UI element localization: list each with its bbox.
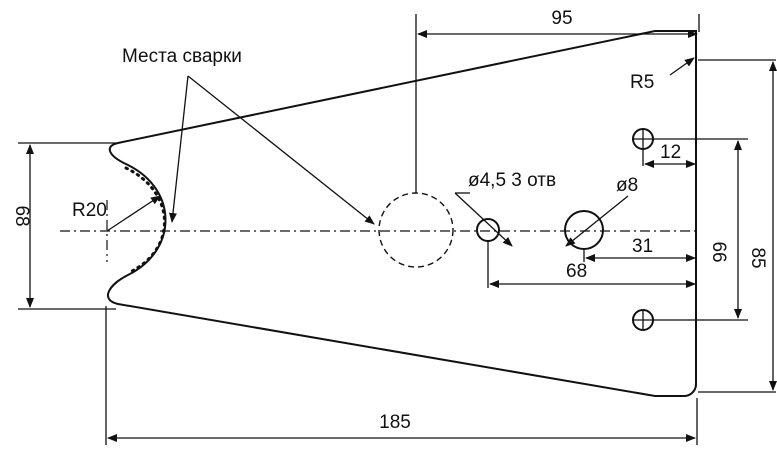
hole-large [564,210,604,250]
dim-12-label: 12 [660,142,681,163]
dim-66: 66 [653,138,748,321]
dim-r20: R20 [72,195,161,232]
dim-large-hole-label: ø8 [616,175,638,196]
weld-callout: Места сварки [122,46,375,225]
dim-12: 12 [642,142,696,168]
plate-outline [106,30,697,398]
dim-95: 95 [417,8,700,38]
dim-r5: R5 [630,57,695,93]
dim-68-left-label: 68 [11,205,32,226]
dim-small-holes-label: ø4,5 3 отв [468,170,556,191]
dim-r5-label: R5 [630,72,654,93]
dim-r20-label: R20 [72,200,107,221]
weld-bead [124,166,166,275]
dim-small-holes: ø4,5 3 отв [454,170,556,247]
dim-85: 85 [698,59,777,393]
dim-95-label: 95 [551,8,572,29]
weld-label: Места сварки [122,46,242,67]
dim-68-horizontal: 68 [487,241,696,288]
dim-85-label: 85 [747,247,768,268]
dim-31-label: 31 [632,236,653,257]
dim-185-label: 185 [379,412,411,433]
mount-circle-dashed [378,192,454,268]
dim-66-label: 66 [708,241,729,262]
dim-68-left: 68 [11,142,116,310]
dim-large-hole: ø8 [565,175,638,247]
dim-31: 31 [583,236,696,262]
dim-185: 185 [105,306,698,445]
dim-68-horizontal-label: 68 [566,261,587,282]
